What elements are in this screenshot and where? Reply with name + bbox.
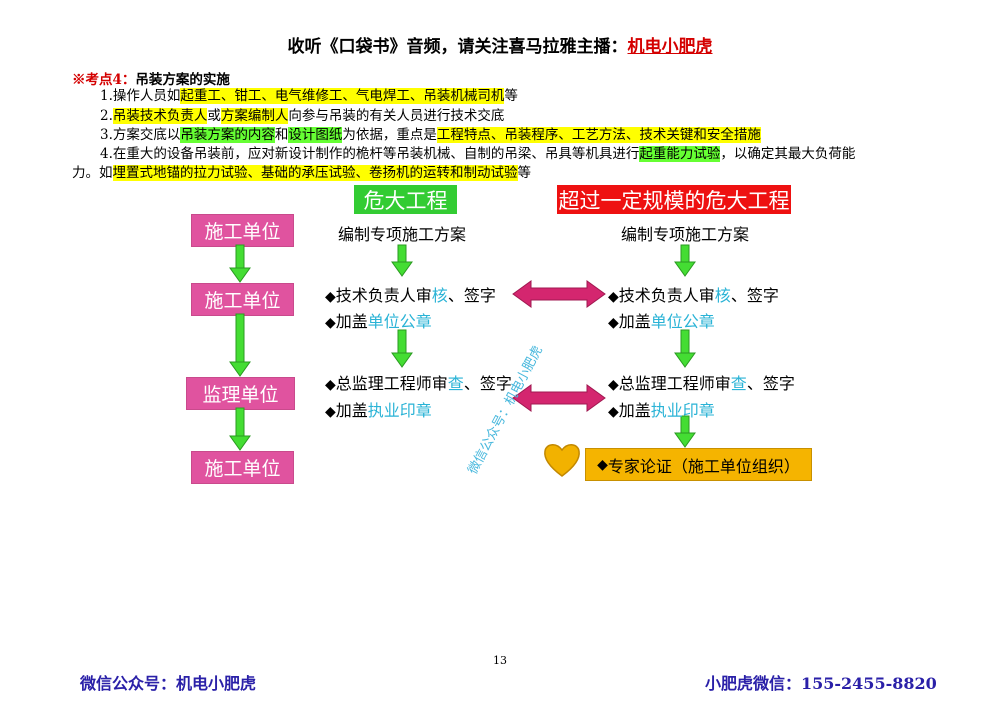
expert-review-text: 专家论证（施工单位组织） — [607, 456, 800, 476]
bullet-icon: ◆ — [325, 377, 336, 393]
stamp-unit-hl: 单位公章 — [650, 312, 715, 331]
badge-oversized-dangerous-project: 超过一定规模的危大工程 — [557, 185, 791, 214]
chief-sign-pre: 总监理工程师审 — [335, 374, 448, 393]
tech-sign-hl: 核 — [714, 286, 731, 305]
item-3-part-6: 工程特点、吊装程序、工艺方法、技术关键和安全措施 — [436, 127, 761, 143]
item-3-part-1: 3.方案交底以 — [100, 127, 181, 143]
item-1-part-3: 等 — [504, 88, 518, 104]
chief-sign-post: 、签字 — [746, 374, 795, 393]
item-3-part-5: 为依据，重点是 — [342, 127, 437, 143]
stamp-practice-hl: 执业印章 — [367, 401, 432, 420]
bullet-icon: ◆ — [608, 404, 619, 420]
bullet-icon: ◆ — [325, 404, 336, 420]
tech-sign-post: 、签字 — [447, 286, 496, 305]
section-title: ※考点4：吊装方案的实施 — [72, 68, 230, 88]
item-2-part-3: 或 — [207, 108, 221, 124]
item-line-2: 2.吊装技术负责人或方案编制人向参与吊装的有关人员进行技术交底 — [100, 106, 504, 126]
bullet-icon: ◆ — [325, 289, 336, 305]
stamp-unit-left: ◆加盖单位公章 — [325, 308, 432, 332]
badge-dangerous-project: 危大工程 — [354, 185, 457, 214]
item-2-part-2: 吊装技术负责人 — [112, 108, 208, 124]
stamp-unit-hl: 单位公章 — [367, 312, 432, 331]
item-3-part-4: 设计图纸 — [288, 127, 343, 143]
unit-box-construction-1: 施工单位 — [191, 214, 294, 247]
page-number: 13 — [493, 654, 507, 667]
item-5-part-2: 埋置式地锚的拉力试验、基础的承压试验、卷扬机的运转和制动试验 — [112, 165, 518, 181]
down-arrow-icon — [674, 244, 696, 277]
down-arrow-icon — [229, 407, 251, 451]
section-mark: ※考点4： — [72, 72, 136, 88]
footer-wechat-contact: 小肥虎微信：155-2455-8820 — [705, 674, 937, 693]
bullet-icon: ◆ — [325, 315, 336, 331]
bullet-icon: ◆ — [597, 456, 608, 473]
tech-sign-pre: 技术负责人审 — [618, 286, 715, 305]
unit-box-supervision: 监理单位 — [186, 377, 295, 410]
stamp-practice-left: ◆加盖执业印章 — [325, 397, 432, 421]
stamp-practice-hl: 执业印章 — [650, 401, 715, 420]
stamp-unit-pre: 加盖 — [335, 312, 368, 331]
expert-review-box: ◆专家论证（施工单位组织） — [585, 448, 812, 481]
item-4-part-3: ，以确定其最大负荷能 — [720, 146, 856, 162]
down-arrow-icon — [391, 244, 413, 277]
tech-sign-pre: 技术负责人审 — [335, 286, 432, 305]
down-arrow-icon — [674, 329, 696, 368]
tech-sign-hl: 核 — [431, 286, 448, 305]
down-arrow-icon — [391, 329, 413, 368]
item-2-part-1: 2. — [100, 108, 113, 124]
item-4-part-2: 起重能力试验 — [639, 146, 721, 162]
header-prefix: 收听《口袋书》音频，请关注喜马拉雅主播： — [287, 37, 628, 57]
bullet-icon: ◆ — [608, 377, 619, 393]
item-line-5: 力。如埋置式地锚的拉力试验、基础的承压试验、卷扬机的运转和制动试验等 — [72, 163, 531, 183]
stamp-unit-right: ◆加盖单位公章 — [608, 308, 715, 332]
item-4-part-1: 4.在重大的设备吊装前，应对新设计制作的桅杆等吊装机械、自制的吊梁、吊具等机具进… — [100, 146, 640, 162]
stamp-practice-pre: 加盖 — [618, 401, 651, 420]
item-3-part-3: 和 — [274, 127, 289, 143]
plan-label-left: 编制专项施工方案 — [338, 225, 467, 244]
chief-sign-post: 、签字 — [463, 374, 512, 393]
unit-box-construction-3: 施工单位 — [191, 451, 294, 484]
tech-sign-post: 、签字 — [730, 286, 779, 305]
heart-icon — [544, 444, 580, 477]
unit-box-construction-2: 施工单位 — [191, 283, 294, 316]
chief-sign-left: ◆总监理工程师审查、签字 — [325, 370, 512, 394]
item-line-1: 1.操作人员如起重工、钳工、电气维修工、气电焊工、吊装机械司机等 — [100, 86, 518, 106]
item-5-part-3: 等 — [517, 165, 532, 181]
page-header: 收听《口袋书》音频，请关注喜马拉雅主播：机电小肥虎 — [0, 32, 1000, 57]
tech-sign-left: ◆技术负责人审核、签字 — [325, 282, 496, 306]
item-3-part-2: 吊装方案的内容 — [180, 127, 275, 143]
item-line-3: 3.方案交底以吊装方案的内容和设计图纸为依据，重点是工程特点、吊装程序、工艺方法… — [100, 125, 761, 145]
bullet-icon: ◆ — [608, 315, 619, 331]
stamp-unit-pre: 加盖 — [618, 312, 651, 331]
chief-sign-hl: 查 — [730, 374, 747, 393]
item-2-part-5: 向参与吊装的有关人员进行技术交底 — [288, 108, 505, 124]
down-arrow-icon — [229, 244, 251, 283]
double-arrow-icon — [512, 280, 606, 308]
item-2-part-4: 方案编制人 — [220, 108, 289, 124]
plan-label-right: 编制专项施工方案 — [621, 225, 750, 244]
chief-sign-hl: 查 — [447, 374, 464, 393]
item-1-part-2: 起重工、钳工、电气维修工、气电焊工、吊装机械司机 — [180, 88, 505, 104]
stamp-practice-pre: 加盖 — [335, 401, 368, 420]
item-5-part-1: 力。如 — [72, 165, 113, 181]
section-title-text: 吊装方案的实施 — [135, 72, 230, 88]
item-1-part-1: 1.操作人员如 — [100, 88, 181, 104]
down-arrow-icon — [229, 313, 251, 377]
footer-wechat-account: 微信公众号：机电小肥虎 — [80, 674, 257, 693]
brand-link[interactable]: 机电小肥虎 — [627, 37, 713, 57]
chief-sign-pre: 总监理工程师审 — [618, 374, 731, 393]
bullet-icon: ◆ — [608, 289, 619, 305]
chief-sign-right: ◆总监理工程师审查、签字 — [608, 370, 795, 394]
item-line-4: 4.在重大的设备吊装前，应对新设计制作的桅杆等吊装机械、自制的吊梁、吊具等机具进… — [100, 144, 855, 164]
double-arrow-icon — [512, 384, 606, 412]
tech-sign-right: ◆技术负责人审核、签字 — [608, 282, 779, 306]
stamp-practice-right: ◆加盖执业印章 — [608, 397, 715, 421]
down-arrow-icon — [674, 415, 696, 448]
